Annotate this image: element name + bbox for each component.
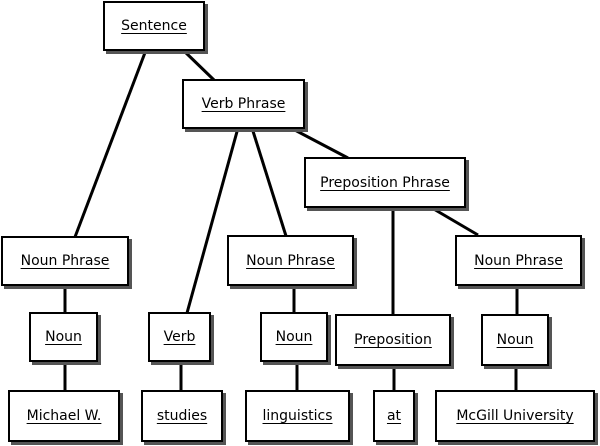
node-noun-phrase-2: Noun Phrase [227, 235, 354, 286]
edge-verbphrase-prepphrase [290, 126, 349, 160]
node-noun-1: Noun [29, 312, 98, 362]
edge-sentence-verbphrase [181, 48, 216, 82]
leaf-studies: studies [141, 390, 223, 442]
leaf-michael: Michael W. [8, 390, 120, 442]
node-label: Noun Phrase [474, 252, 563, 269]
node-label: McGill University [456, 408, 574, 424]
leaf-linguistics: linguistics [245, 390, 350, 442]
node-label: Noun [275, 329, 313, 345]
leaf-at: at [373, 390, 415, 442]
node-preposition-phrase: Preposition Phrase [304, 157, 466, 208]
node-label: Noun Phrase [20, 253, 110, 269]
node-label: Verb [163, 329, 196, 345]
node-label: Noun [45, 329, 82, 345]
node-noun-2: Noun [260, 312, 328, 362]
node-label: Verb Phrase [201, 96, 286, 112]
node-label: Noun Phrase [246, 252, 335, 269]
node-label: studies [156, 408, 208, 424]
node-sentence: Sentence [103, 1, 205, 51]
node-label: at [386, 408, 402, 424]
leaf-mcgill: McGill University [435, 390, 595, 442]
node-label: Noun [496, 332, 534, 348]
edge-prepphrase-nounphrase [431, 206, 479, 237]
node-verb: Verb [148, 312, 211, 362]
node-label: linguistics [262, 408, 333, 424]
node-label: Sentence [121, 18, 187, 34]
node-noun-phrase-1: Noun Phrase [1, 236, 129, 286]
node-verb-phrase: Verb Phrase [182, 79, 305, 129]
node-preposition: Preposition [335, 314, 451, 366]
node-noun-3: Noun [481, 314, 549, 366]
node-label: Michael W. [26, 408, 102, 424]
node-label: Preposition Phrase [320, 174, 450, 191]
node-noun-phrase-3: Noun Phrase [455, 235, 582, 286]
edge-verbphrase-verb [185, 127, 240, 314]
edge-verbphrase-nounphrase [250, 127, 288, 237]
edge-sentence-nounphrase [73, 49, 148, 238]
node-label: Preposition [354, 332, 432, 348]
